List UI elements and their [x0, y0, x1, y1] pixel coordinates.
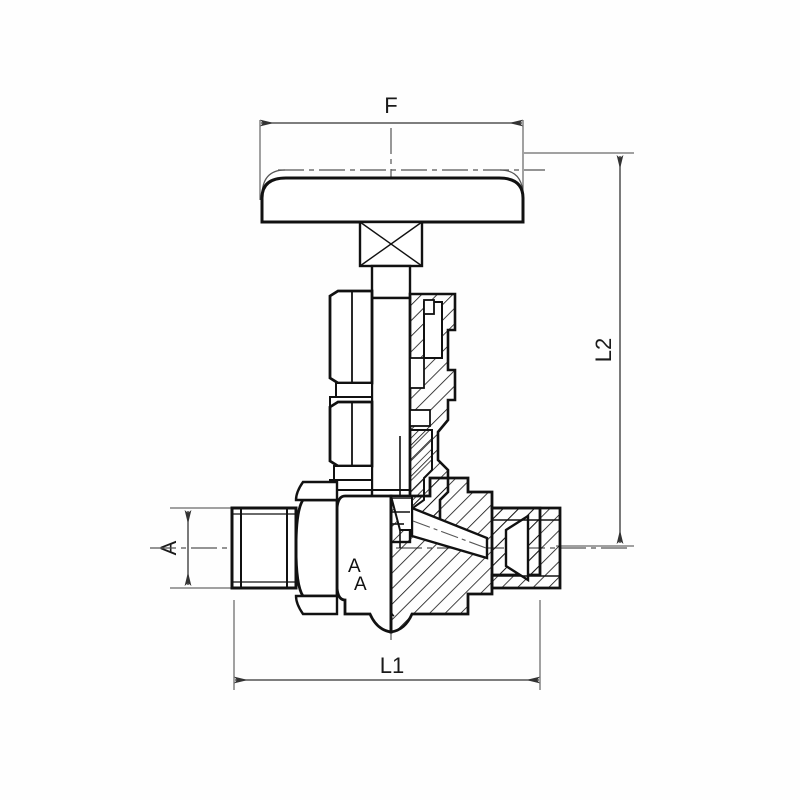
washer-upper [333, 465, 373, 481]
packing-strip-upper [409, 357, 425, 389]
dimension-L1 [233, 600, 541, 690]
dimension-F [259, 119, 524, 200]
packing-nut-upper [328, 289, 374, 385]
dimension-L2 [524, 152, 634, 547]
packing-nuts [328, 289, 374, 491]
body-boss-top-chamfer [294, 480, 339, 502]
section-mark-a-upper: A [348, 556, 361, 577]
dimension-label-L1: L1 [380, 653, 404, 678]
bonnet-base-details [372, 489, 430, 617]
handwheel [260, 176, 525, 224]
base-detail-3 [390, 609, 395, 617]
dimension-A [170, 507, 232, 589]
body-hex-boss-left [294, 498, 339, 598]
dimension-label-F: F [384, 93, 397, 118]
section-mark-a-lower: A [354, 574, 367, 595]
dimension-label-L2: L2 [591, 338, 616, 362]
packing-strip-lower [409, 409, 431, 427]
hub-x-mark-b [359, 221, 423, 267]
bore-centerline [412, 520, 487, 549]
stem-upper [370, 264, 412, 300]
gland-step [423, 299, 435, 315]
packing-nut-lower [328, 400, 374, 468]
collar-upper [335, 382, 373, 398]
body-boss-bottom-chamfer [294, 594, 339, 616]
valve-body-left-outline [335, 494, 393, 634]
inlet-port-body [230, 506, 298, 590]
